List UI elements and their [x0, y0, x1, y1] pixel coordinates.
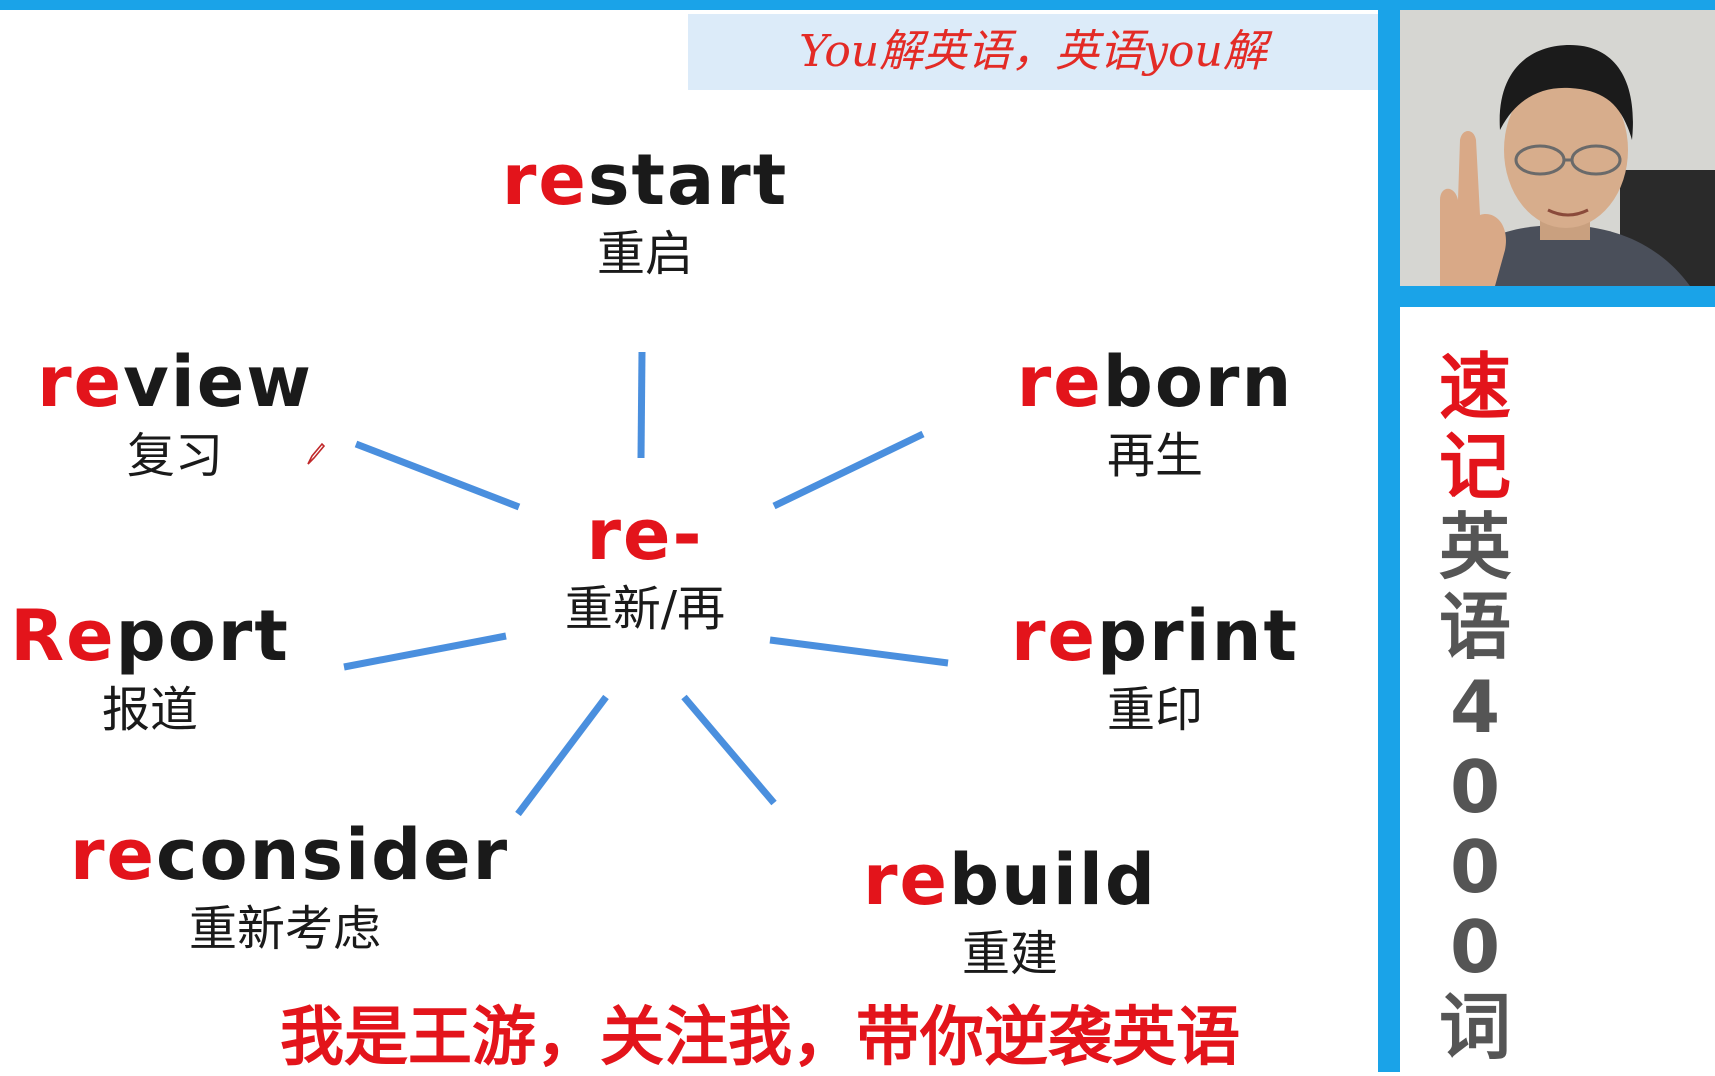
- sidebar: 速 记 英 语 4 0 0 0 词: [1390, 295, 1715, 1072]
- title-char: 语: [1438, 585, 1511, 669]
- word-reborn: reborn 再生: [1010, 342, 1300, 486]
- word-english: restart: [501, 139, 789, 221]
- word-meaning: 重印: [1106, 682, 1203, 738]
- top-border: [0, 0, 1715, 10]
- vertical-title: 速 记 英 语 4 0 0 0 词: [1400, 347, 1550, 1067]
- word-reprint: reprint 重印: [1010, 596, 1300, 740]
- word-meaning: 再生: [1106, 428, 1203, 484]
- slide-canvas: [0, 10, 1378, 1072]
- connector-reconsider: [515, 694, 609, 817]
- center-node: re- 重新/再: [540, 495, 750, 639]
- word-meaning: 报道: [101, 682, 198, 738]
- word-english: reborn: [1016, 341, 1294, 423]
- word-english: Report: [10, 595, 290, 677]
- pen-cursor-icon: [307, 442, 326, 465]
- word-rebuild: rebuild 重建: [860, 840, 1160, 984]
- center-meaning: 重新/再: [564, 581, 726, 637]
- word-review: review 复习: [30, 342, 320, 486]
- slogan-banner: You解英语，英语you解: [688, 14, 1378, 90]
- presenter-avatar: [1400, 10, 1715, 286]
- word-english: rebuild: [862, 839, 1158, 921]
- connector-reborn: [772, 430, 925, 510]
- word-meaning: 重新考虑: [188, 901, 381, 957]
- title-char: 4: [1449, 665, 1501, 749]
- title-char: 记: [1438, 425, 1511, 509]
- word-reconsider: reconsider 重新考虑: [70, 814, 510, 959]
- connector-lines: [343, 351, 949, 817]
- sidebar-panel: 速 记 英 语 4 0 0 0 词: [1400, 307, 1715, 1072]
- panel-divider: [1378, 0, 1390, 1072]
- connector-reprint: [769, 636, 949, 667]
- word-meaning: 复习: [126, 428, 223, 484]
- title-char: 英: [1438, 505, 1511, 589]
- title-char: 速: [1438, 345, 1511, 429]
- title-char: 0: [1449, 905, 1501, 989]
- title-char: 0: [1449, 825, 1501, 909]
- connector-restart: [637, 351, 646, 459]
- connector-review: [354, 440, 521, 511]
- word-restart: restart 重启: [480, 140, 810, 284]
- word-english: review: [37, 341, 313, 423]
- connector-rebuild: [681, 694, 777, 806]
- webcam-feed: [1400, 10, 1715, 286]
- word-english: reconsider: [70, 814, 510, 896]
- word-meaning: 重建: [961, 926, 1058, 982]
- slogan-text: You解英语，英语you解: [799, 26, 1267, 77]
- webcam-frame: [1390, 10, 1715, 295]
- title-char: 词: [1438, 985, 1511, 1069]
- word-report: Report 报道: [10, 596, 290, 740]
- center-prefix: re-: [586, 494, 704, 576]
- title-char: 0: [1449, 745, 1501, 829]
- word-english: reprint: [1011, 595, 1299, 677]
- word-meaning: 重启: [596, 226, 693, 282]
- connector-report: [343, 632, 507, 671]
- footer-slogan: 我是王游，关注我，带你逆袭英语: [280, 1000, 1240, 1075]
